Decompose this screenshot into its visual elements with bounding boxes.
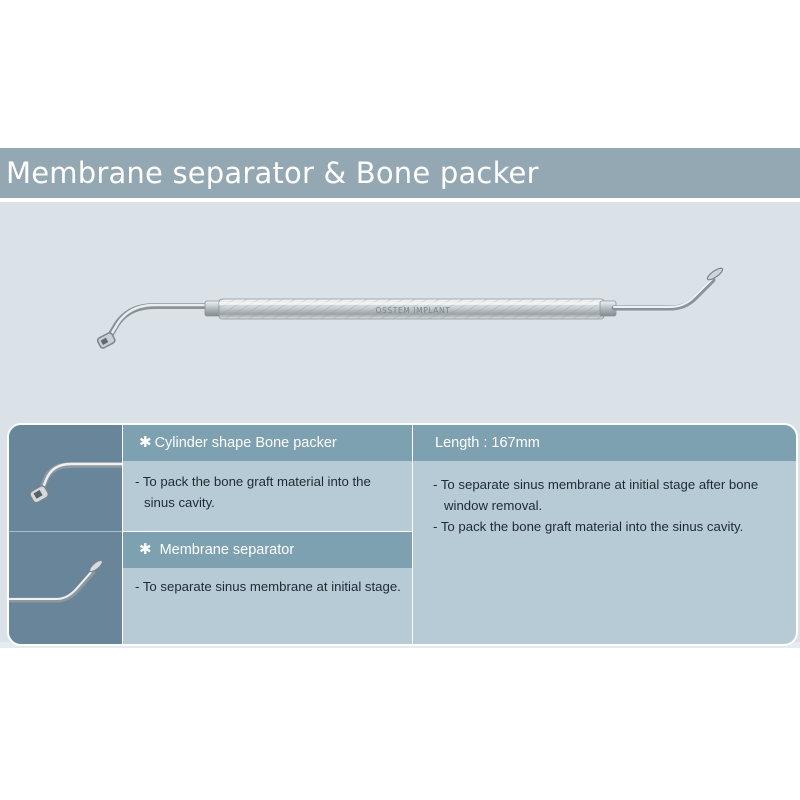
column-divider <box>122 425 123 644</box>
instrument-image: OSSTEM IMPLANT <box>96 267 724 349</box>
column-divider <box>412 425 413 644</box>
bone-packer-tip-image <box>29 462 125 504</box>
membrane-separator-header: ✱ Membrane separator <box>123 532 412 568</box>
asterisk-icon: ✱ <box>139 541 152 558</box>
membrane-separator-thumbnail <box>9 532 122 644</box>
bone-packer-description: - To pack the bone graft material into t… <box>135 471 405 513</box>
asterisk-icon: ✱ <box>139 434 152 451</box>
spec-panel: ✱Cylinder shape Bone packer - To pack th… <box>7 423 798 646</box>
list-item: - To pack the bone graft material into t… <box>135 474 371 510</box>
length-header: Length: 167mm <box>413 425 796 461</box>
membrane-separator-description: - To separate sinus membrane at initial … <box>135 576 405 597</box>
instrument-engraving: OSSTEM IMPLANT <box>376 306 451 315</box>
bone-packer-thumbnail <box>9 425 125 531</box>
bone-packer-header: ✱Cylinder shape Bone packer <box>123 425 412 461</box>
list-item: - To pack the bone graft material into t… <box>433 519 744 534</box>
banner-divider <box>0 198 800 202</box>
list-item: - To separate sinus membrane at initial … <box>135 579 401 594</box>
length-label: Length <box>435 435 480 451</box>
membrane-separator-tip-image <box>9 559 104 603</box>
membrane-separator-title: Membrane separator <box>159 542 295 558</box>
row-divider <box>123 531 412 532</box>
thumbnail-divider <box>9 531 122 532</box>
page-title: Membrane separator & Bone packer <box>6 156 539 190</box>
bone-packer-title: Cylinder shape Bone packer <box>154 435 337 451</box>
length-value: : 167mm <box>483 435 540 451</box>
list-item: - To separate sinus membrane at initial … <box>433 477 759 513</box>
title-banner: Membrane separator & Bone packer <box>0 148 800 198</box>
spec-description: - To separate sinus membrane at initial … <box>433 474 783 537</box>
